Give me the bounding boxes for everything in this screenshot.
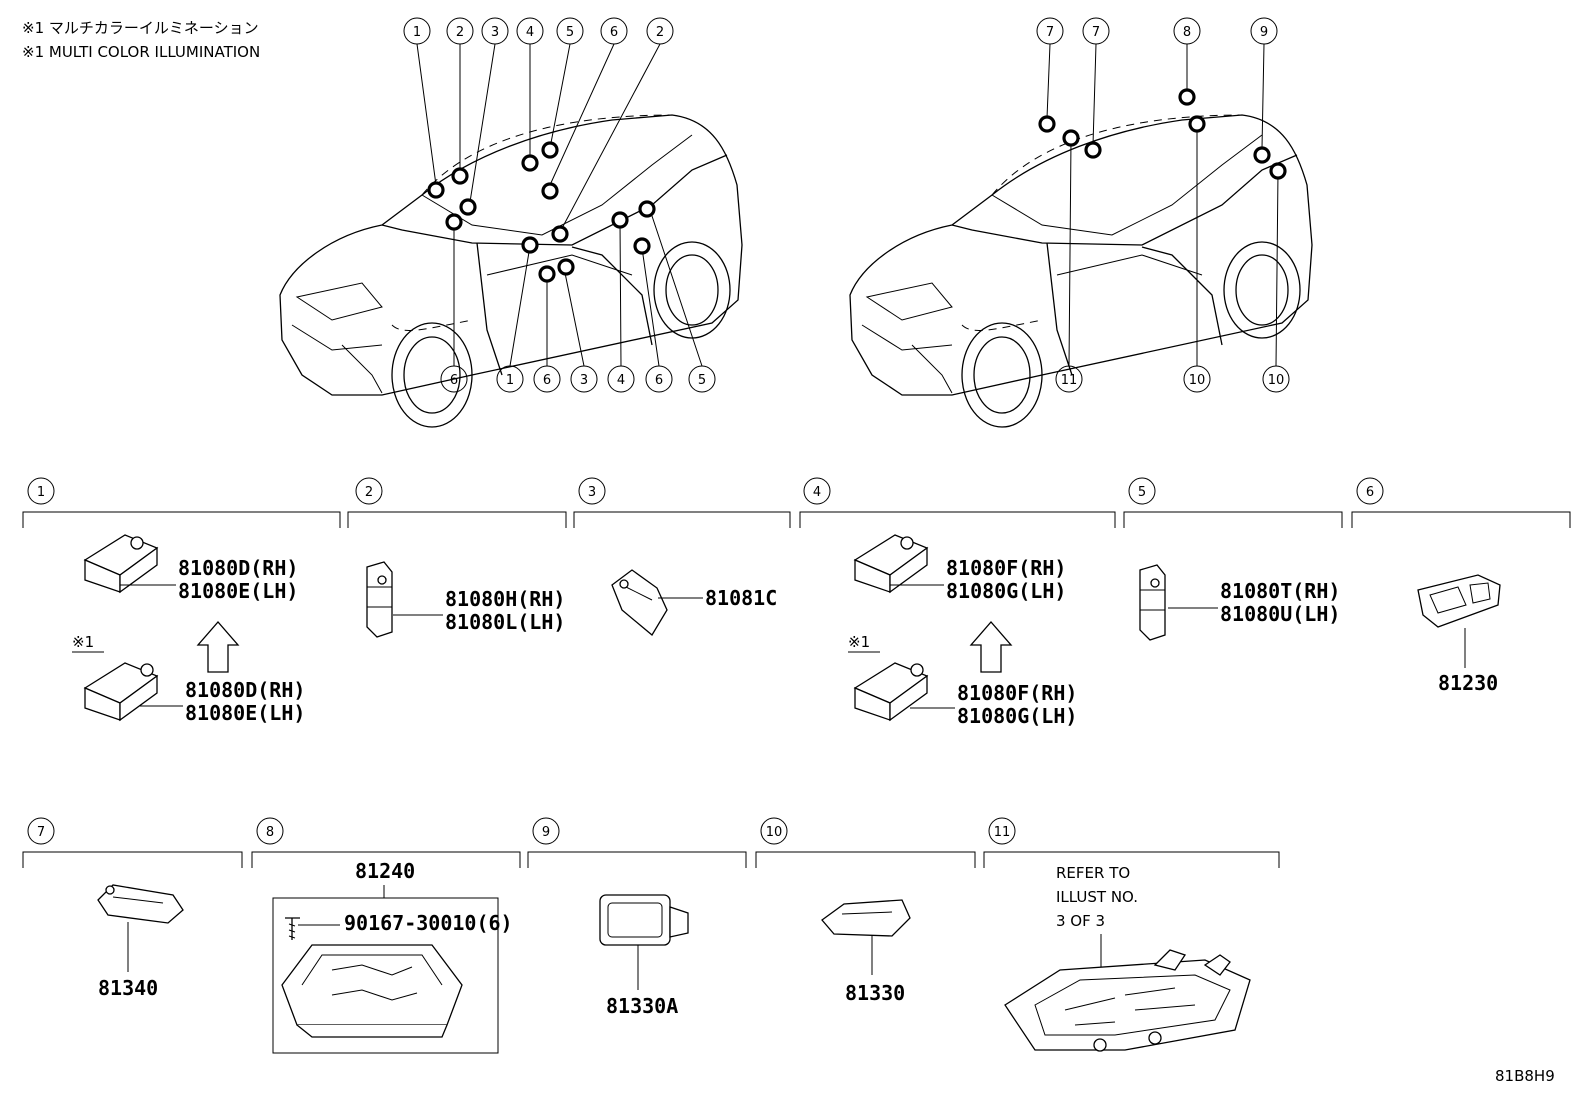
group-11: 11 REFER TO ILLUST NO. 3 OF 3 (983, 817, 1280, 1052)
part-number: 81330 (845, 981, 905, 1005)
courtesy-lamp-part-alt (83, 662, 159, 722)
step-lamp-part (821, 899, 911, 937)
note-jp: ※1 マルチカラーイルミネーション (22, 19, 259, 37)
callouts-left-bottom: 6 1 6 3 4 6 5 (440, 209, 716, 393)
part-number: 81080D(RH) (185, 678, 305, 702)
svg-text:4: 4 (813, 485, 821, 500)
screw-icon (285, 917, 300, 940)
callout: 11 (1061, 373, 1078, 388)
group-9: 9 81330A (527, 817, 747, 1018)
alt-mark: ※1 (72, 633, 94, 651)
group-4: 4 81080F(RH) 81080G(LH) ※1 81080F(RH) 81… (799, 477, 1116, 728)
part-number: 81080G(LH) (946, 579, 1066, 603)
svg-text:9: 9 (542, 825, 550, 840)
courtesy-lamp-part (853, 534, 929, 594)
vanity-lamp-part (97, 884, 184, 924)
callout: 1 (506, 373, 514, 388)
callout: 1 (413, 25, 421, 40)
callout: 3 (491, 25, 499, 40)
group-3: 3 81081C (573, 477, 791, 636)
svg-text:8: 8 (266, 825, 274, 840)
part-number: 81080F(RH) (957, 681, 1077, 705)
overhead-console-assembly (1004, 949, 1251, 1052)
note-en: ※1 MULTI COLOR ILLUMINATION (22, 43, 260, 61)
group-5: 5 81080T(RH) 81080U(LH) (1123, 477, 1343, 641)
part-number: 81080T(RH) (1220, 579, 1340, 603)
door-lamp-part (1139, 564, 1166, 641)
group-1: 1 81080D(RH) 81080E(LH) ※1 81080D(RH) 81… (22, 477, 341, 725)
refer-text: 3 OF 3 (1056, 912, 1105, 930)
callout: 9 (1260, 25, 1268, 40)
svg-text:3: 3 (588, 485, 596, 500)
refer-text: ILLUST NO. (1056, 888, 1138, 906)
group-10: 10 81330 (755, 817, 976, 1005)
svg-text:2: 2 (365, 485, 373, 500)
group-8: 8 81240 90167-30010(6) (251, 817, 521, 1054)
callout: 7 (1092, 25, 1100, 40)
callout: 3 (580, 373, 588, 388)
part-number: 81080D(RH) (178, 556, 298, 580)
callout: 6 (610, 25, 618, 40)
part-number: 81080F(RH) (946, 556, 1066, 580)
light-location-dots-right (1038, 88, 1287, 180)
svg-text:1: 1 (37, 485, 45, 500)
refer-text: REFER TO (1056, 864, 1130, 882)
part-number: 81080H(RH) (445, 587, 565, 611)
switch-lamp-part (611, 569, 668, 636)
callout: 10 (1268, 373, 1285, 388)
callout: 7 (1046, 25, 1054, 40)
callout: 6 (543, 373, 551, 388)
svg-text:5: 5 (1138, 485, 1146, 500)
callout: 10 (1189, 373, 1206, 388)
car-right-illustration (849, 114, 1313, 428)
light-location-dots-left (427, 141, 656, 283)
callout: 4 (526, 25, 534, 40)
group-7: 7 81340 (22, 817, 243, 1000)
part-box (272, 897, 499, 1054)
callout: 4 (617, 373, 625, 388)
callouts-left-top: 1 2 3 4 5 6 2 (403, 17, 674, 233)
group-6: 6 81230 (1351, 477, 1571, 695)
diagram-code: 81B8H9 (1495, 1067, 1555, 1085)
callouts-right: 7 7 8 9 11 10 10 (1036, 17, 1290, 393)
part-number: 81330A (606, 994, 678, 1018)
part-number: 81080L(LH) (445, 610, 565, 634)
door-lamp-part (366, 561, 393, 638)
callout: 2 (456, 25, 464, 40)
map-lamp-part (1417, 574, 1501, 628)
callout: 6 (450, 373, 458, 388)
part-number: 81081C (705, 586, 777, 610)
group-2: 2 81080H(RH) 81080L(LH) (347, 477, 567, 638)
part-number: 81340 (98, 976, 158, 1000)
svg-text:6: 6 (1366, 485, 1374, 500)
courtesy-lamp-part (83, 534, 159, 594)
part-number: 81080G(LH) (957, 704, 1077, 728)
callout: 8 (1183, 25, 1191, 40)
callout: 6 (655, 373, 663, 388)
svg-text:11: 11 (994, 825, 1011, 840)
part-number: 81080E(LH) (185, 701, 305, 725)
part-number: 81240 (355, 859, 415, 883)
callout: 5 (566, 25, 574, 40)
svg-text:7: 7 (37, 825, 45, 840)
callout: 5 (698, 373, 706, 388)
alt-mark: ※1 (848, 633, 870, 651)
svg-text:10: 10 (766, 825, 783, 840)
luggage-lamp-part (599, 894, 689, 946)
courtesy-lamp-part-alt (853, 662, 929, 722)
sub-part-number: 90167-30010(6) (344, 911, 513, 935)
part-number: 81080U(LH) (1220, 602, 1340, 626)
part-number: 81230 (1438, 671, 1498, 695)
callout: 2 (656, 25, 664, 40)
part-number: 81080E(LH) (178, 579, 298, 603)
room-lamp-assembly (281, 944, 463, 1038)
